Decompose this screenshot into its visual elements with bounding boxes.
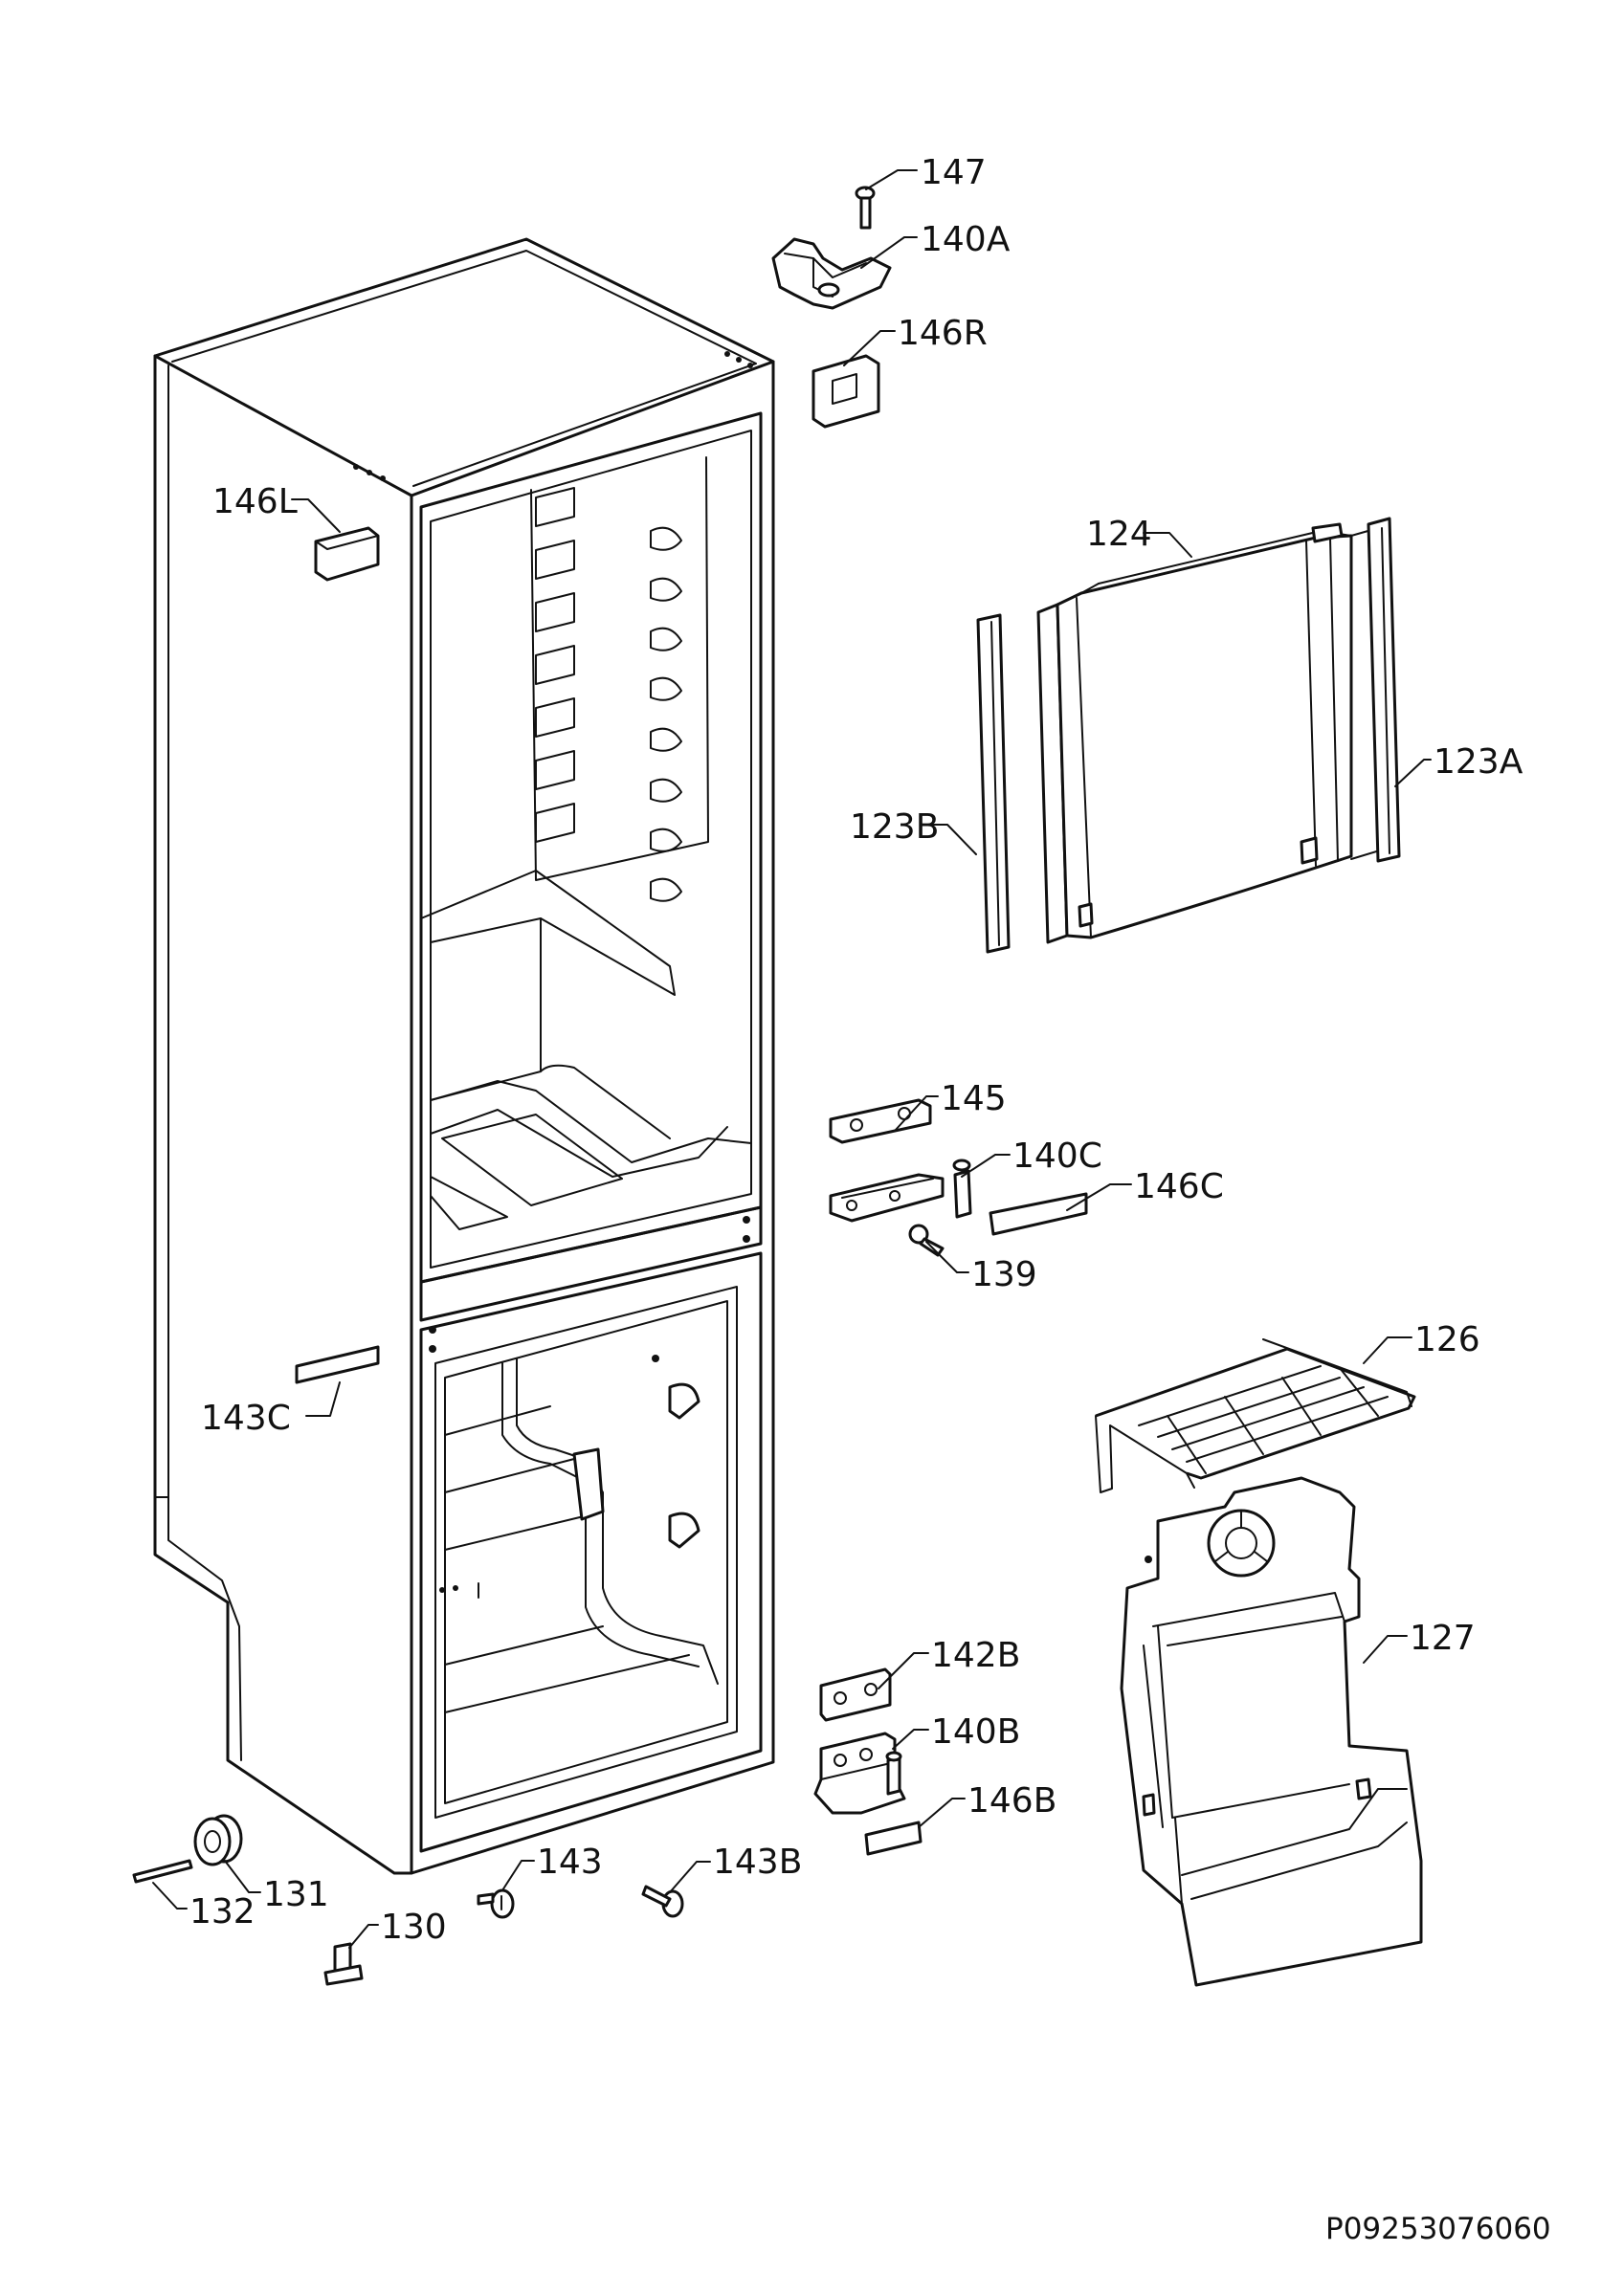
feet-assembly (132, 1814, 684, 1986)
wire-shelf-126 (1095, 1338, 1416, 1493)
cover-146L (314, 526, 380, 582)
hinge-140C (829, 1159, 972, 1223)
label-140B: 140B (931, 1712, 1020, 1752)
label-140A: 140A (921, 220, 1011, 259)
label-146C: 146C (1134, 1167, 1224, 1206)
wheel-131 (193, 1814, 243, 1866)
drawing-reference-code: P09253076060 (1325, 2212, 1551, 2246)
label-139: 139 (971, 1255, 1037, 1294)
screw-147 (855, 186, 876, 230)
middle-hinge-assembly (829, 1098, 1088, 1257)
door-assembly (976, 517, 1401, 954)
hinge-plate-145 (829, 1098, 932, 1144)
label-146L: 146L (212, 482, 298, 521)
label-143B: 143B (713, 1843, 802, 1882)
label-143C: 143C (201, 1399, 291, 1438)
door-124 (1036, 522, 1384, 944)
shelf-support-ribs-left (535, 487, 575, 843)
adjustable-foot-130 (323, 1942, 364, 1986)
top-hinge-assembly (771, 186, 892, 429)
cover-146C (989, 1192, 1088, 1236)
label-123B: 123B (850, 807, 939, 847)
label-132: 132 (189, 1892, 256, 1932)
hinge-140A (771, 237, 892, 310)
leader-lines (152, 169, 1432, 1949)
label-146R: 146R (898, 314, 988, 353)
label-130: 130 (381, 1908, 447, 1947)
cover-146R (812, 354, 880, 429)
hinge-140B (813, 1732, 906, 1815)
label-143: 143 (537, 1843, 603, 1882)
label-126: 126 (1414, 1320, 1480, 1359)
cover-146B (864, 1821, 923, 1856)
refrigerator-cabinet (153, 237, 775, 1875)
bottom-hinge-assembly (813, 1667, 923, 1856)
shelf-support-ribs-right (650, 526, 682, 902)
hinge-plate-142B (819, 1667, 892, 1722)
label-plate-143C (295, 1345, 380, 1384)
foot-143B (641, 1885, 684, 1918)
label-131: 131 (263, 1875, 329, 1914)
axle-rod-132 (132, 1859, 193, 1884)
label-142B: 142B (931, 1636, 1020, 1675)
door-seal-strip-123B (976, 613, 1011, 954)
label-146B: 146B (967, 1781, 1056, 1821)
label-147: 147 (921, 153, 987, 192)
cap-143 (477, 1888, 515, 1919)
part-labels: 147 140A 146R 146L 124 123A 123B 145 140… (189, 153, 1551, 2246)
label-123A: 123A (1434, 742, 1523, 782)
fan-cover-127 (1120, 1476, 1423, 1987)
door-seal-strip-123A (1367, 517, 1401, 863)
screw-139 (908, 1224, 945, 1257)
label-140C: 140C (1012, 1137, 1102, 1176)
label-145: 145 (941, 1079, 1007, 1118)
label-124: 124 (1086, 515, 1152, 554)
label-127: 127 (1410, 1619, 1476, 1658)
